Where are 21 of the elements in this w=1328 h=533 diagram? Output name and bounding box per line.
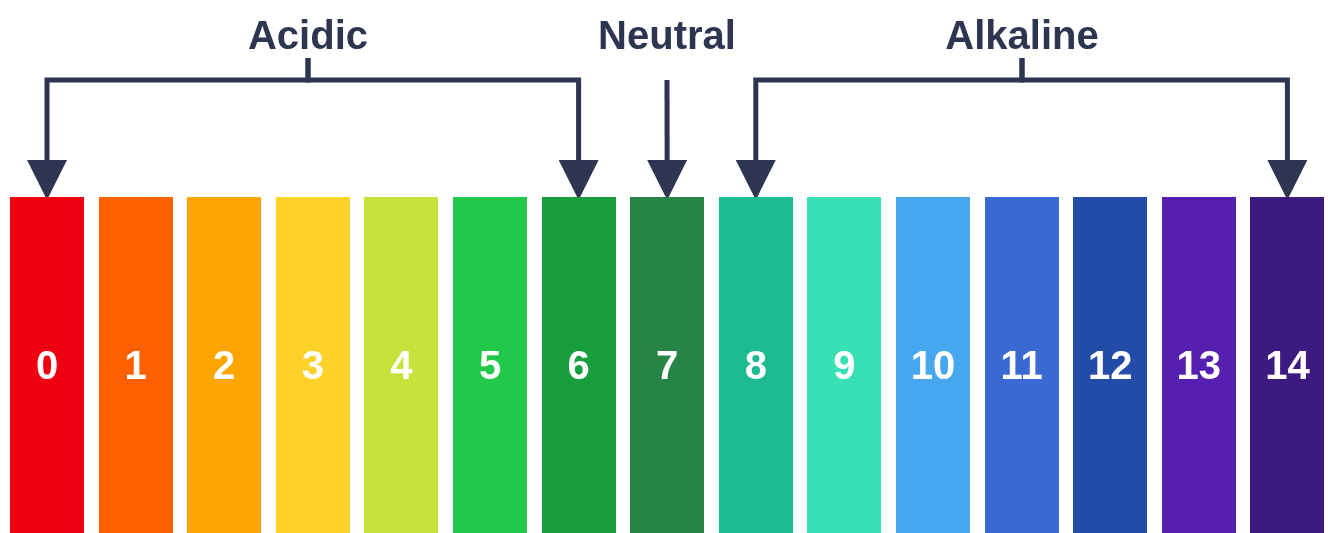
- ph-bar: 11: [984, 197, 1059, 533]
- ph-bar: 10: [896, 197, 970, 533]
- ph-bar: 12: [1073, 197, 1148, 533]
- ph-bar: 14: [1250, 197, 1325, 533]
- ph-bar: 7: [630, 197, 705, 533]
- category-label: Alkaline: [945, 12, 1099, 58]
- ph-bar: 0: [10, 197, 84, 533]
- arrow: [1019, 58, 1308, 200]
- category-label: Acidic: [248, 12, 368, 58]
- ph-bar: 5: [453, 197, 527, 533]
- arrow: [647, 80, 688, 200]
- ph-bar: 9: [807, 197, 882, 533]
- ph-bar: 4: [364, 197, 439, 533]
- ph-bar: 6: [541, 197, 616, 533]
- ph-bar: 13: [1161, 197, 1236, 533]
- category-label: Neutral: [598, 12, 736, 58]
- ph-bar: 8: [718, 197, 793, 533]
- ph-bar: 3: [275, 197, 350, 533]
- ph-bar: 2: [187, 197, 262, 533]
- ph-bar: 1: [98, 197, 173, 533]
- arrow: [305, 58, 599, 200]
